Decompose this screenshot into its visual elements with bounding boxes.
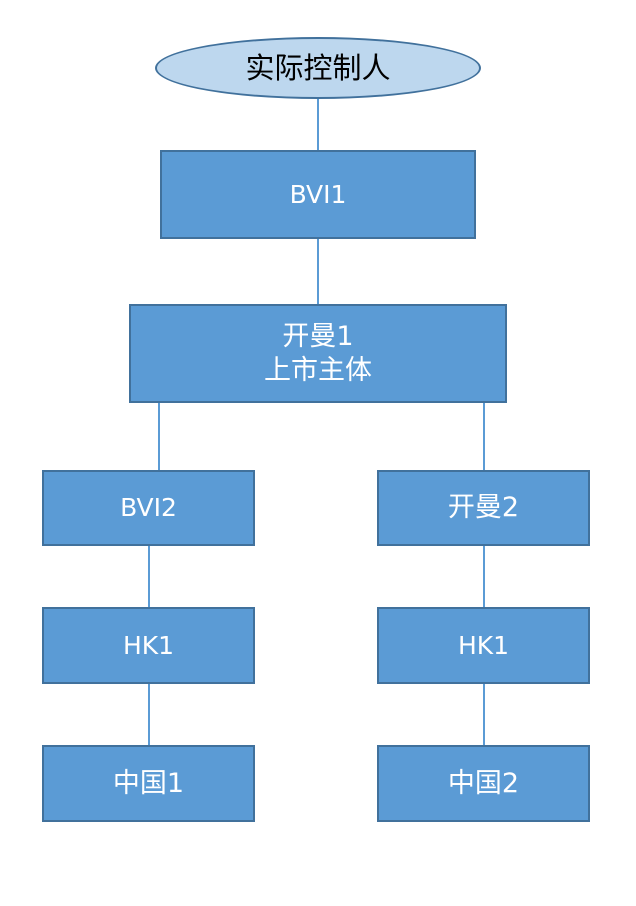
cayman2-label: 开曼2 (447, 492, 520, 524)
china2-label: 中国2 (447, 767, 520, 799)
actual-controller-label: 实际控制人 (245, 50, 391, 85)
china1-node: 中国1 (42, 745, 255, 822)
cayman1-label-line1: 开曼1 (282, 320, 354, 352)
bvi1-node: BVI1 (160, 150, 476, 239)
hk-left-label: HK1 (122, 630, 175, 660)
bvi2-node: BVI2 (42, 470, 255, 546)
cayman1-label-line2: 上市主体 (264, 354, 372, 386)
bvi2-label: BVI2 (120, 493, 177, 523)
bvi1-label: BVI1 (289, 179, 347, 209)
cayman2-node: 开曼2 (377, 470, 590, 546)
hk-left-node: HK1 (42, 607, 255, 684)
hk-right-node: HK1 (377, 607, 590, 684)
cayman1-node: 开曼1 上市主体 (129, 304, 507, 403)
actual-controller-node: 实际控制人 (155, 37, 481, 99)
hk-right-label: HK1 (457, 630, 510, 660)
china2-node: 中国2 (377, 745, 590, 822)
china1-label: 中国1 (112, 767, 185, 799)
